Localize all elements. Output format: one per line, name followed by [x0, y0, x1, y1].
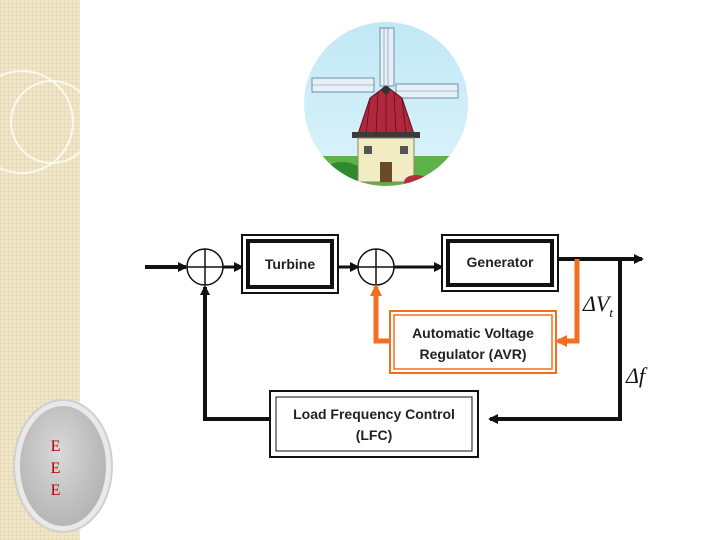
lfc-block: Load Frequency Control (LFC): [269, 390, 479, 458]
eee-badge: [20, 406, 106, 526]
avr-label-line2: Regulator (AVR): [419, 346, 526, 362]
avr-output-path: [370, 284, 390, 344]
badge-letters: E E E: [44, 436, 68, 502]
badge-letter: E: [50, 438, 62, 455]
decorative-ring: [10, 80, 94, 164]
generator-block: Generator: [441, 234, 559, 292]
delta-vt-symbol: ΔV: [582, 291, 612, 316]
decorative-side-strip: [0, 0, 94, 540]
avr-feedback-path: [570, 259, 580, 344]
avr-block: Automatic Voltage Regulator (AVR): [389, 310, 557, 374]
turbine-label: Turbine: [265, 256, 316, 272]
turbine-block: Turbine: [241, 234, 339, 294]
summing-junction-2: [357, 248, 395, 286]
lfc-feedback-path: [488, 259, 622, 424]
delta-vt-subscript: t: [609, 305, 613, 320]
windmill-icon: [304, 22, 468, 186]
generator-label: Generator: [467, 254, 534, 270]
badge-letter: E: [50, 482, 62, 499]
lfc-output-path: [200, 285, 270, 421]
avr-label-line1: Automatic Voltage: [412, 325, 534, 341]
delta-f-label: Δf: [625, 363, 648, 388]
lfc-label-line2: (LFC): [356, 427, 393, 443]
lfc-label-line1: Load Frequency Control: [293, 406, 455, 422]
badge-letter: E: [50, 460, 62, 477]
control-block-diagram: Turbine Generator Automatic Voltage Regu…: [145, 234, 648, 458]
summing-junction-1: [186, 248, 224, 286]
delta-vt-label: ΔVt: [582, 291, 613, 320]
